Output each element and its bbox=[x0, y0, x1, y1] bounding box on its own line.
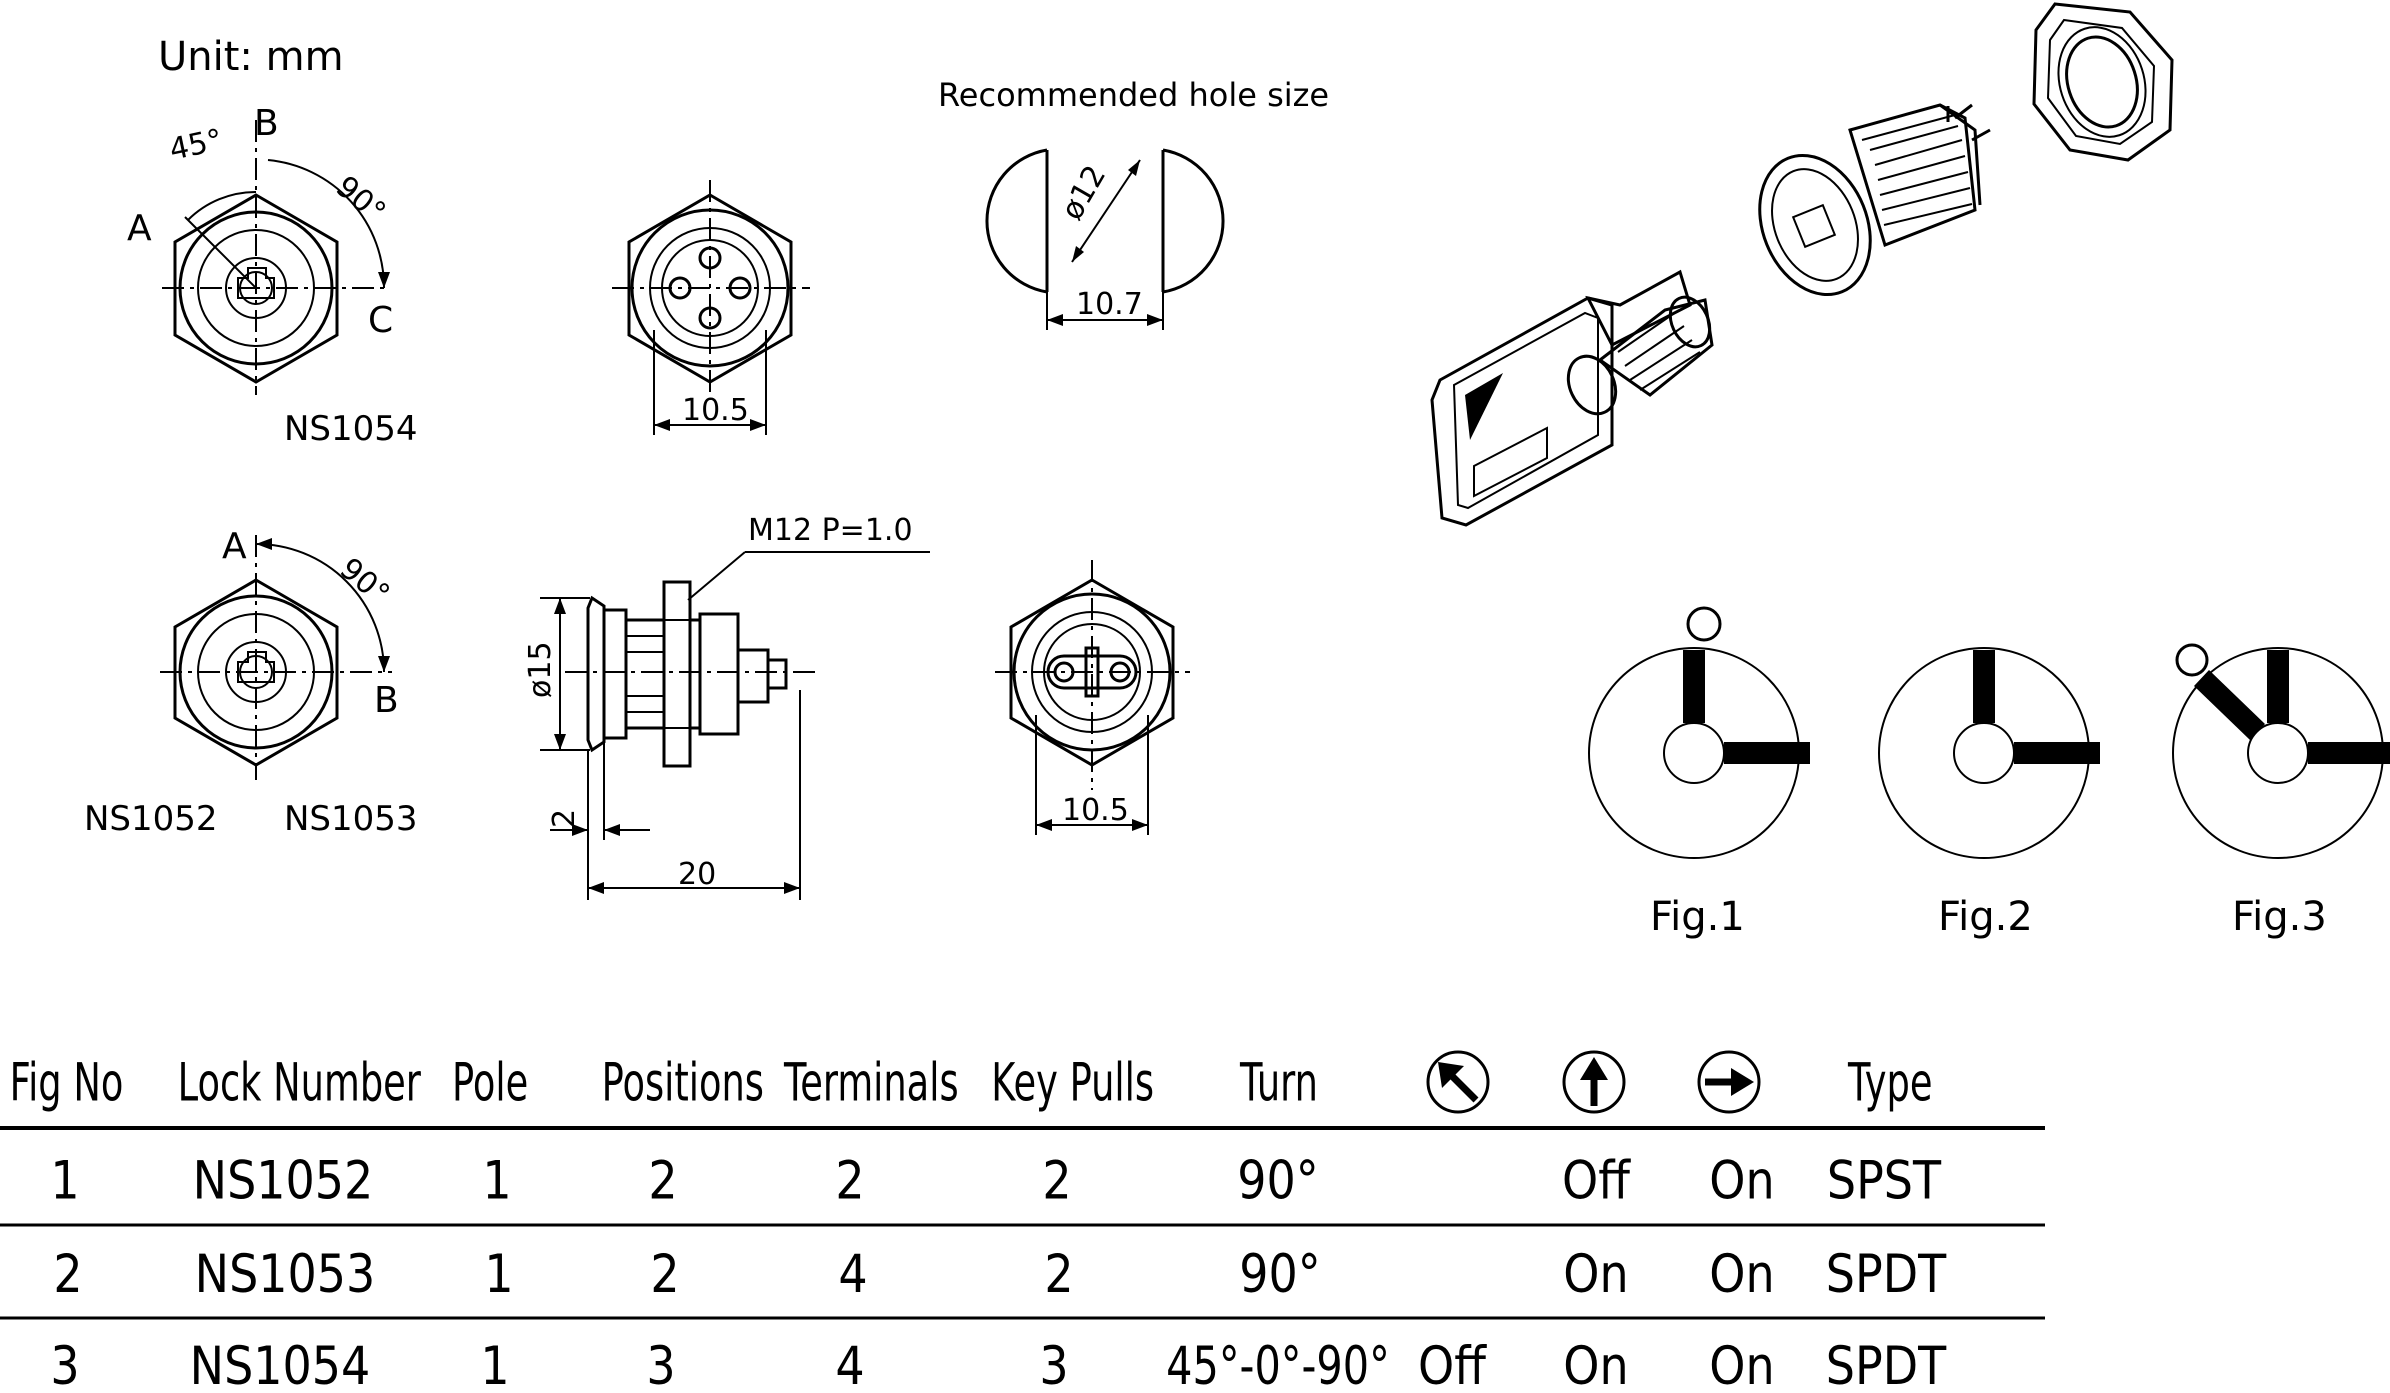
ns1054-label: NS1054 bbox=[284, 409, 418, 449]
ns1053-label: NS1053 bbox=[284, 799, 418, 839]
rear-view-4-terminals bbox=[612, 180, 810, 435]
header-key-pulls: Key Pulls bbox=[991, 1052, 1154, 1114]
spec-table: Fig No Lock Number Pole Positions Termin… bbox=[0, 1050, 2045, 1393]
table-row: 2 NS1053 1 2 4 2 90° On On SPDT bbox=[53, 1243, 1947, 1305]
cell-pos-up: On bbox=[1563, 1243, 1628, 1305]
flange-dimension: 2 bbox=[547, 809, 582, 828]
front-width-bottom: 10.5 bbox=[1062, 793, 1129, 828]
cell-positions: 2 bbox=[650, 1243, 679, 1305]
arrow-up-left-icon bbox=[1426, 1050, 1490, 1114]
header-pole: Pole bbox=[452, 1052, 528, 1114]
header-terminals: Terminals bbox=[783, 1052, 958, 1114]
hole-diameter: ø12 bbox=[1055, 160, 1114, 226]
cell-type: SPDT bbox=[1826, 1243, 1947, 1305]
fig3-diagram bbox=[2172, 643, 2390, 859]
cell-key-pulls: 2 bbox=[1042, 1149, 1071, 1211]
fig1-diagram bbox=[1588, 606, 1810, 859]
cell-pos-left: Off bbox=[1418, 1335, 1488, 1393]
rear-view-2-terminals bbox=[995, 560, 1190, 835]
cell-fig-no: 3 bbox=[50, 1335, 79, 1393]
cell-pos-right: On bbox=[1709, 1149, 1774, 1211]
label-a-bottom: A bbox=[222, 526, 247, 567]
lock-body-illustration bbox=[1758, 103, 1991, 297]
fig2-diagram bbox=[1878, 647, 2100, 859]
angle-90-label-bottom: 90° bbox=[333, 551, 396, 612]
cell-lock-number: NS1053 bbox=[195, 1243, 376, 1305]
cell-positions: 3 bbox=[646, 1335, 675, 1393]
cell-lock-number: NS1054 bbox=[190, 1335, 371, 1393]
cell-turn: 90° bbox=[1239, 1243, 1321, 1305]
fig2-label: Fig.2 bbox=[1938, 894, 2033, 940]
cell-key-pulls: 2 bbox=[1044, 1243, 1073, 1305]
hole-size-title: Recommended hole size bbox=[938, 76, 1329, 114]
table-row: 1 NS1052 1 2 2 2 90° Off On SPST bbox=[50, 1149, 1941, 1211]
ns1052-front-view bbox=[160, 535, 392, 780]
cell-type: SPST bbox=[1827, 1149, 1942, 1211]
fig3-label: Fig.3 bbox=[2232, 894, 2327, 940]
cell-turn: 90° bbox=[1237, 1149, 1319, 1211]
table-header: Fig No Lock Number Pole Positions Termin… bbox=[10, 1052, 1933, 1114]
front-width-top: 10.5 bbox=[682, 393, 749, 428]
hole-size-drawing bbox=[985, 148, 1225, 330]
cell-pos-right: On bbox=[1709, 1335, 1774, 1393]
side-length: 20 bbox=[678, 857, 716, 892]
header-lock-number: Lock Number bbox=[178, 1052, 422, 1114]
cell-pole: 1 bbox=[484, 1243, 513, 1305]
cell-pos-up: On bbox=[1563, 1335, 1628, 1393]
header-fig-no: Fig No bbox=[10, 1052, 124, 1114]
cell-terminals: 4 bbox=[838, 1243, 867, 1305]
thread-spec: M12 P=1.0 bbox=[748, 513, 913, 548]
fig1-label: Fig.1 bbox=[1650, 894, 1745, 940]
cell-pole: 1 bbox=[480, 1335, 509, 1393]
ns1052-label: NS1052 bbox=[84, 799, 218, 839]
cell-turn: 45°-0°-90° bbox=[1166, 1336, 1390, 1393]
cell-terminals: 4 bbox=[835, 1335, 864, 1393]
cell-pole: 1 bbox=[482, 1149, 511, 1211]
cell-pos-right: On bbox=[1709, 1243, 1774, 1305]
angle-45-label: 45° bbox=[166, 123, 225, 168]
header-turn: Turn bbox=[1239, 1052, 1318, 1114]
cell-lock-number: NS1052 bbox=[193, 1149, 374, 1211]
table-row: 3 NS1054 1 3 4 3 45°-0°-90° Off On On SP… bbox=[50, 1335, 1947, 1393]
cell-positions: 2 bbox=[648, 1149, 677, 1211]
cell-fig-no: 1 bbox=[50, 1149, 79, 1211]
header-positions: Positions bbox=[602, 1052, 764, 1114]
side-view bbox=[540, 551, 930, 900]
angle-90-label-top: 90° bbox=[329, 169, 392, 230]
unit-label: Unit: mm bbox=[158, 34, 344, 80]
header-type: Type bbox=[1847, 1052, 1932, 1114]
cell-key-pulls: 3 bbox=[1039, 1335, 1068, 1393]
label-a-top: A bbox=[127, 208, 152, 249]
arrow-right-icon bbox=[1697, 1050, 1761, 1114]
cell-pos-up: Off bbox=[1562, 1149, 1632, 1211]
cell-type: SPDT bbox=[1826, 1335, 1947, 1393]
ns1054-front-view bbox=[162, 120, 390, 395]
hole-flat-dimension: 10.7 bbox=[1076, 287, 1143, 322]
arrow-up-icon bbox=[1562, 1050, 1626, 1114]
nut-illustration bbox=[2032, 2, 2174, 162]
label-c: C bbox=[368, 300, 393, 341]
cell-fig-no: 2 bbox=[53, 1243, 82, 1305]
cell-terminals: 2 bbox=[835, 1149, 864, 1211]
label-b-top: B bbox=[254, 103, 279, 144]
side-diameter: ø15 bbox=[523, 641, 558, 698]
key-illustration bbox=[1430, 269, 1714, 527]
label-b-bottom: B bbox=[374, 680, 399, 721]
